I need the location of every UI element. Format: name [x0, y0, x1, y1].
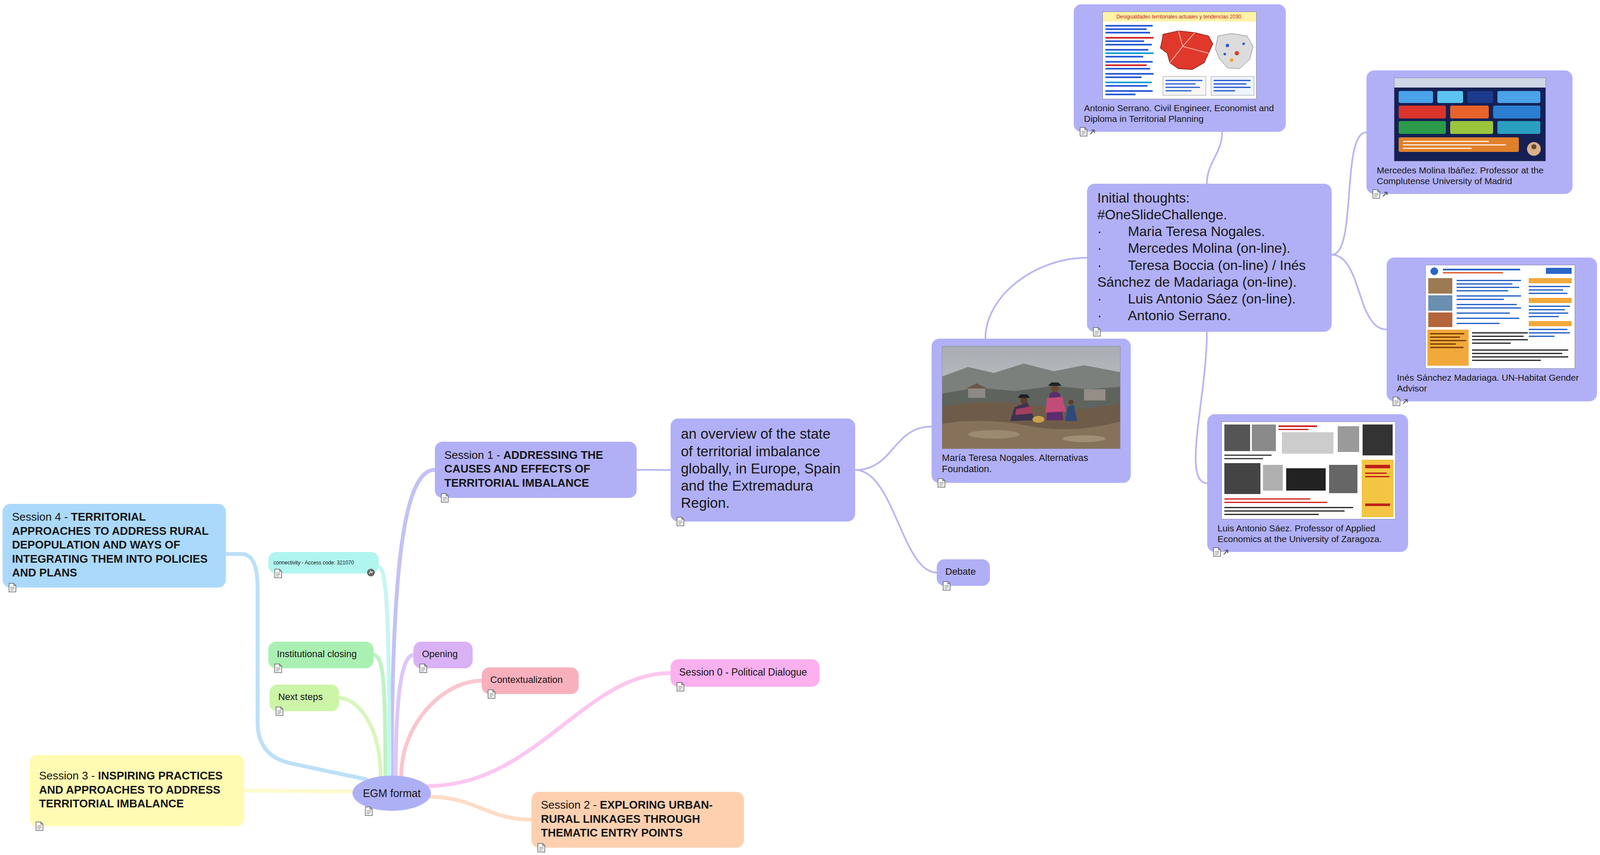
topic-text: Debate [945, 566, 976, 578]
slide-illustration [1102, 12, 1257, 99]
slide-illustration [1394, 78, 1546, 161]
branch-line [1206, 131, 1223, 184]
session-box: Session 3 - INSPIRING PRACTICES AND APPR… [29, 755, 245, 827]
slide-thumbnail [1221, 421, 1396, 520]
speaker-card: Mercedes Molina Ibáñez. Professor at the… [1366, 70, 1573, 195]
note-icon [1092, 327, 1101, 337]
branch-line [430, 796, 532, 820]
speaker-card: Luis Antonio Sáez. Professor of Applied … [1207, 414, 1409, 553]
session-box: Session 4 - TERRITORIAL APPROACHES TO AD… [2, 503, 226, 588]
branch-line [244, 790, 353, 792]
note-icon [364, 806, 373, 817]
branch-line [985, 258, 1087, 340]
note-icon [274, 663, 283, 674]
note-icon [1372, 189, 1381, 199]
topic-text: Initial thoughts: #OneSlideChallenge. [1097, 189, 1322, 224]
note-icon [676, 516, 685, 527]
slide-illustration [1425, 265, 1575, 369]
photo-illustration [942, 346, 1121, 449]
speaker-caption: Mercedes Molina Ibáñez. Professor at the… [1366, 161, 1573, 187]
branch-line [1195, 331, 1208, 484]
branch-line [401, 680, 482, 776]
branch-line [1331, 255, 1387, 330]
link-icon [1402, 397, 1409, 405]
title-line: Session 2 - EXPLORING URBAN-RURAL LINKAG… [540, 798, 735, 841]
note-icon [35, 821, 44, 832]
slide-thumbnail [1393, 77, 1546, 162]
topic-text: Next steps [278, 691, 323, 704]
speaker-caption: Inés Sánchez Madariaga. UN-Habitat Gende… [1386, 368, 1597, 394]
session-title: Session 4 - [12, 510, 68, 524]
list-item: · Antonio Serrano. [1097, 307, 1231, 325]
note-icon [440, 493, 449, 503]
topic-text: Contextualization [490, 674, 563, 687]
session-box: Session 2 - EXPLORING URBAN-RURAL LINKAG… [531, 792, 744, 848]
topic-box: an overview of the state of territorial … [670, 418, 856, 522]
branch-line [855, 470, 937, 573]
note-icon [274, 568, 283, 579]
topic-box: Initial thoughts: #OneSlideChallenge.· M… [1086, 183, 1332, 332]
connection-icon [366, 568, 376, 577]
slide-illustration [1221, 422, 1396, 520]
note-icon [676, 682, 685, 692]
list-item: · Teresa Boccia (on-line) / Inés Sánchez… [1097, 257, 1322, 291]
topic-box: Institutional closing [268, 641, 374, 669]
topic-text: Opening [422, 648, 458, 661]
note-icon [1392, 396, 1401, 407]
branch-line [855, 426, 932, 471]
note-icon [937, 478, 946, 488]
branch-line [339, 698, 381, 777]
note-icon [487, 689, 496, 699]
link-icon [1089, 128, 1097, 136]
list-item: · Mercedes Molina (on-line). [1097, 239, 1291, 257]
branch-line [1331, 132, 1367, 255]
note-icon [275, 706, 284, 717]
topic-box: Session 0 - Political Dialogue [670, 659, 820, 687]
session-title: Session 2 - [540, 798, 597, 812]
speaker-caption: María Teresa Nogales. Alternativas Found… [931, 449, 1131, 476]
topic-text: EGM format [362, 786, 421, 801]
note-icon [942, 581, 951, 591]
central-topic: EGM format [352, 775, 432, 812]
topic-text: an overview of the state of territorial … [680, 425, 845, 512]
link-icon [1222, 548, 1230, 556]
topic-box: Opening [413, 641, 473, 669]
note-icon [419, 663, 428, 674]
speaker-caption: Luis Antonio Sáez. Professor of Applied … [1207, 519, 1409, 545]
topic-text: connectivity - Access code: 321070 [273, 559, 354, 567]
topic-text: Session 0 - Political Dialogue [679, 666, 808, 679]
list-item: · Luis Antonio Sáez (on-line). [1097, 290, 1296, 308]
topic-text: Institutional closing [276, 648, 357, 661]
branch-line [636, 469, 671, 472]
topic-box: Contextualization [481, 667, 579, 695]
note-icon [1079, 127, 1088, 137]
speaker-card: Desigualdades territoriales actuales y t… [1073, 4, 1286, 132]
session-title: Session 1 - [444, 448, 501, 462]
speaker-card: María Teresa Nogales. Alternativas Found… [931, 338, 1131, 483]
slide-thumbnail [1425, 264, 1576, 369]
link-icon [1381, 190, 1389, 198]
photo [941, 346, 1121, 450]
title-line: Session 4 - TERRITORIAL APPROACHES TO AD… [12, 510, 217, 580]
slide-thumbnail: Desigualdades territoriales actuales y t… [1102, 11, 1257, 100]
title-line: Session 3 - INSPIRING PRACTICES AND APPR… [39, 768, 235, 811]
note-icon [8, 582, 17, 593]
note-icon [1213, 547, 1221, 557]
list-item: · Maria Teresa Nogales. [1097, 223, 1266, 240]
session-box: Session 1 - ADDRESSING THE CAUSES AND EF… [434, 441, 637, 498]
slide-title: Desigualdades territoriales actuales y t… [1114, 13, 1244, 20]
session-title: Session 3 - [39, 769, 95, 783]
topic-box: connectivity - Access code: 321070 [268, 552, 379, 574]
note-icon [537, 843, 546, 853]
title-line: Session 1 - ADDRESSING THE CAUSES AND EF… [444, 448, 628, 491]
topic-box: Debate [936, 559, 990, 586]
speaker-caption: Antonio Serrano. Civil Engineer, Economi… [1073, 99, 1286, 125]
topic-box: Next steps [269, 684, 340, 712]
speaker-card: Inés Sánchez Madariaga. UN-Habitat Gende… [1386, 257, 1597, 402]
